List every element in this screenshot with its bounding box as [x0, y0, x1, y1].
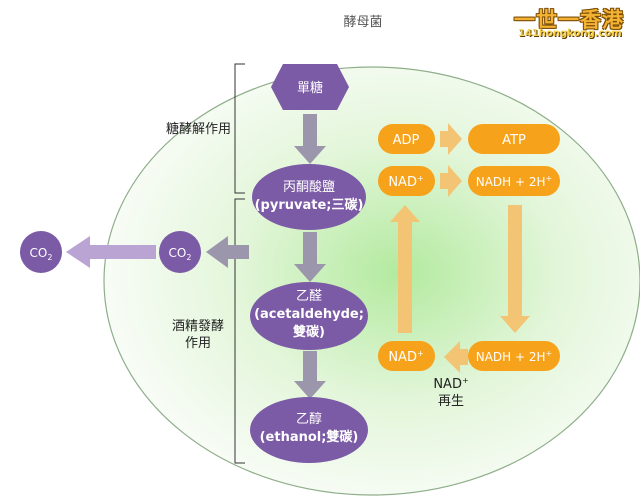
acetaldehyde-node [250, 282, 368, 350]
acetaldehyde-label: 乙醛 [296, 288, 322, 304]
energy-arrow [440, 123, 462, 155]
nadh-top-label: NADH + 2H+ [476, 174, 553, 189]
acetaldehyde-label: 雙碳) [293, 324, 325, 340]
nad-top-label: NAD+ [388, 174, 423, 190]
watermark-logo: 一世一香港 [514, 8, 624, 32]
acetaldehyde-label: (acetaldehyde; [254, 307, 364, 322]
glycolysis-label: 糖酵解作用 [166, 121, 231, 137]
co2-release-arrow [206, 236, 249, 268]
nad-top-node [378, 166, 435, 196]
co2-inner-node [159, 231, 201, 273]
fermentation-bracket [234, 198, 245, 464]
cell-title: 酵母菌 [343, 15, 382, 30]
glucose-label: 單糖 [297, 80, 323, 96]
nad-regeneration-label: 再生 [438, 394, 464, 409]
co2-outer-node [20, 231, 62, 273]
energy-arrow [440, 165, 462, 197]
nadh-top-node [468, 166, 560, 196]
pyruvate-node [252, 164, 366, 230]
nad-bottom-label: NAD+ [388, 349, 423, 365]
nadh-bottom-label: NADH + 2H+ [476, 349, 553, 364]
pathway-arrow [294, 114, 326, 164]
atp-label: ATP [502, 133, 526, 148]
adp-label: ADP [393, 133, 420, 148]
fermentation-label: 作用 [185, 336, 211, 351]
pyruvate-label: 丙酮酸鹽 [283, 180, 335, 195]
watermark-url: 141hongkong.com [518, 28, 622, 39]
energy-arrow [444, 341, 468, 373]
nad-bottom-node [378, 341, 435, 371]
atp-node [468, 124, 560, 154]
pathway-arrow [294, 351, 326, 399]
nad-regeneration-label: NAD+ [433, 376, 468, 392]
pyruvate-label: (pyruvate;三碳) [255, 197, 364, 213]
co2-inner-label: CO2 [169, 246, 192, 262]
energy-arrow [390, 205, 420, 333]
ethanol-node [250, 397, 368, 463]
co2-outer-label: CO2 [30, 246, 53, 262]
energy-arrow [500, 205, 530, 333]
glucose-node [271, 64, 349, 110]
pathway-arrow [294, 232, 326, 282]
co2-release-arrow [66, 236, 156, 268]
fermentation-label: 酒精發酵 [172, 319, 224, 334]
adp-node [378, 124, 435, 154]
ethanol-label: (ethanol;雙碳) [260, 429, 359, 445]
nadh-bottom-node [468, 341, 560, 371]
glycolysis-bracket [234, 63, 245, 194]
ethanol-label: 乙醇 [296, 411, 322, 427]
